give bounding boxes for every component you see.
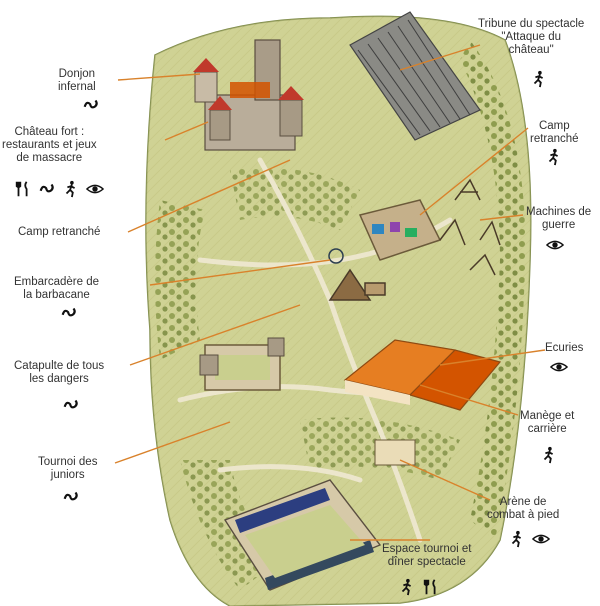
tournament-space [223,479,382,591]
leader-lines [114,44,546,541]
eye-icon [546,240,564,250]
label-line: Donjon [58,68,96,80]
barbacane [199,337,285,391]
label-line: retranché [530,133,579,145]
runner-icon [65,180,76,198]
tribune-grandstand [349,11,481,141]
label-line: château" [508,44,554,56]
forest-east [460,40,526,540]
label-line: "Attaque du [501,31,562,43]
label-line: juniors [50,469,85,481]
forest-center [230,167,360,230]
swirl-icon [63,491,78,501]
label-donjon: Donjon infernal [58,68,96,94]
catapult [328,248,386,301]
label-line: combat à pied [487,509,560,521]
fork-knife-icon [423,579,436,595]
label-camp-right: Camp retranché [530,120,579,146]
label-line: carrière [527,423,567,435]
eye-icon [550,362,568,372]
label-line: Espace tournoi et [382,543,472,555]
runner-icon [548,148,559,166]
label-line: guerre [541,219,576,231]
label-line: Tournoi des [38,456,98,468]
forest-west [155,200,205,360]
runner-icon [511,530,522,548]
label-line: infernal [58,81,96,93]
label-catapulte: Catapulte de tous les dangers [14,360,104,386]
label-ecuries: Ecuries [545,342,583,355]
label-line: Ecuries [545,342,584,354]
label-line: Embarcadère de [14,276,100,288]
label-line: Camp retranché [18,226,101,238]
label-tournoi: Tournoi des juniors [38,456,97,482]
runner-icon [401,578,412,596]
label-line: la barbacane [23,289,90,301]
swirl-icon [63,399,78,409]
label-line: Château fort : [14,126,85,138]
label-line: les dangers [29,373,89,385]
fork-knife-icon [15,181,28,197]
label-espace: Espace tournoi et dîner spectacle [382,543,472,569]
label-machines: Machines de guerre [526,206,591,232]
swirl-icon [83,99,98,109]
castle [193,39,304,151]
label-chateau: Château fort : restaurants et jeux de ma… [2,126,97,165]
label-manege: Manège et carrière [520,410,574,436]
label-line: Tribune du spectacle [478,18,585,30]
label-camp-left: Camp retranché [18,226,100,239]
eye-icon [86,184,104,194]
runner-icon [543,446,554,464]
eye-icon [532,534,550,544]
label-line: Manège et [520,410,575,422]
label-line: Camp [538,120,570,132]
label-line: Machines de [526,206,592,218]
label-line: Arène de [499,496,547,508]
siege-machines [439,178,501,276]
label-line: de massacre [16,152,83,164]
label-arene: Arène de combat à pied [487,496,559,522]
swirl-icon [39,183,54,193]
swirl-icon [61,307,76,317]
runner-icon [533,70,544,88]
label-line: restaurants et jeux [2,139,97,151]
label-line: dîner spectacle [387,556,466,568]
riding-arena [374,439,416,466]
label-tribune: Tribune du spectacle "Attaque du château… [478,18,584,57]
label-line: Catapulte de tous [14,360,105,372]
label-embarcadere: Embarcadère de la barbacane [14,276,99,302]
